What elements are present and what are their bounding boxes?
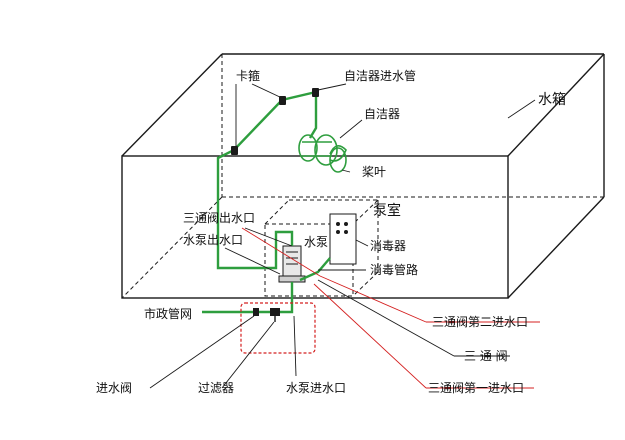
label-three-way-outlet: 三通阀出水口: [183, 211, 255, 225]
label-municipal-pipe: 市政管网: [144, 306, 192, 321]
disinfector-unit: [329, 213, 357, 265]
highlight-box: [240, 302, 316, 354]
labels: 水箱 卡箍 自洁器进水管 自洁器 桨叶 泵室 三通阀出水口 水泵出水口 水泵 消…: [96, 68, 566, 395]
label-self-cleaner: 自洁器: [364, 107, 400, 121]
water-tank-hidden-edges: [121, 54, 604, 299]
label-clamp: 卡箍: [236, 68, 260, 83]
label-impeller: 桨叶: [362, 165, 386, 179]
water-pipes: [202, 90, 331, 314]
label-disinfection-pipe: 消毒管路: [370, 262, 418, 277]
label-pump-room: 泵室: [373, 202, 401, 219]
label-inlet-valve: 进水阀: [96, 381, 132, 395]
label-disinfector: 消毒器: [370, 239, 406, 253]
label-three-way-second-inlet: 三通阀第二进水口: [432, 315, 528, 329]
label-pump-outlet: 水泵出水口: [183, 233, 243, 247]
label-pump-inlet: 水泵进水口: [286, 381, 346, 395]
label-cleaner-inlet-pipe: 自洁器进水管: [344, 68, 416, 83]
label-pump: 水泵: [304, 235, 328, 249]
label-tank: 水箱: [538, 92, 566, 108]
label-three-way-valve: 三 通 阀: [464, 349, 508, 363]
label-three-way-first-inlet: 三通阀第一进水口: [428, 381, 524, 395]
label-filter: 过滤器: [198, 381, 234, 395]
clamp-markers: [231, 88, 319, 155]
self-cleaner-unit: [298, 134, 347, 173]
inlet-valve: [253, 308, 259, 316]
filter: [270, 308, 280, 322]
red-leader-lines: [241, 227, 540, 389]
leader-lines: [149, 83, 536, 389]
